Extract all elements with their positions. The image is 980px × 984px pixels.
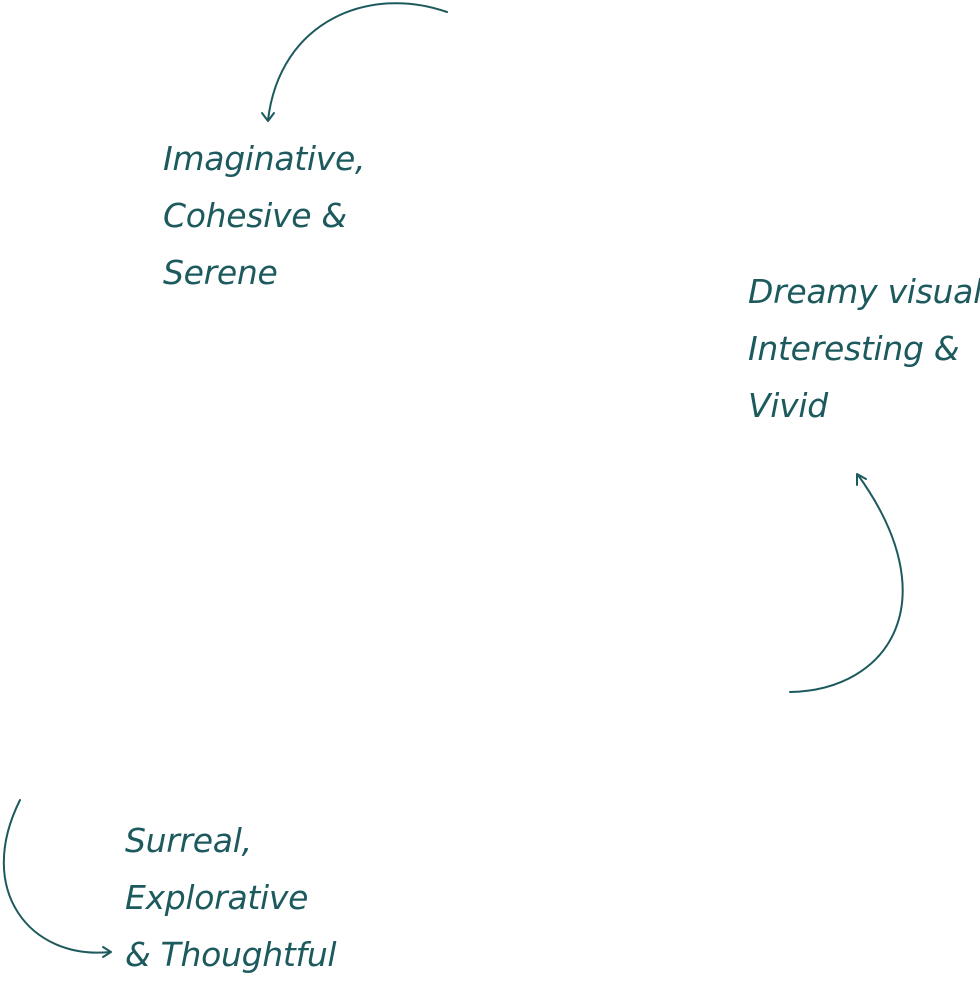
callout-3-line-3: & Thoughtful	[125, 935, 337, 974]
callout-imaginative: Imaginative, Cohesive & Serene	[163, 130, 365, 301]
curved-arrow-bottom	[2, 799, 112, 958]
callout-dreamy-visuals: Dreamy visuals Interesting & Vivid	[748, 263, 980, 434]
callout-1-line-2: Cohesive &	[163, 196, 347, 235]
callout-3-line-1: Surreal,	[125, 821, 252, 860]
callout-2-line-2: Interesting &	[748, 329, 960, 368]
callout-2-line-3: Vivid	[748, 386, 828, 425]
callout-surreal: Surreal, Explorative & Thoughtful	[125, 812, 337, 983]
callout-3-line-2: Explorative	[125, 878, 309, 917]
curved-arrow-top	[261, 2, 448, 122]
callout-2-line-1: Dreamy visuals	[748, 272, 980, 311]
callout-1-line-1: Imaginative,	[163, 139, 366, 178]
curved-arrow-right	[789, 473, 904, 693]
callout-1-line-3: Serene	[163, 253, 278, 292]
